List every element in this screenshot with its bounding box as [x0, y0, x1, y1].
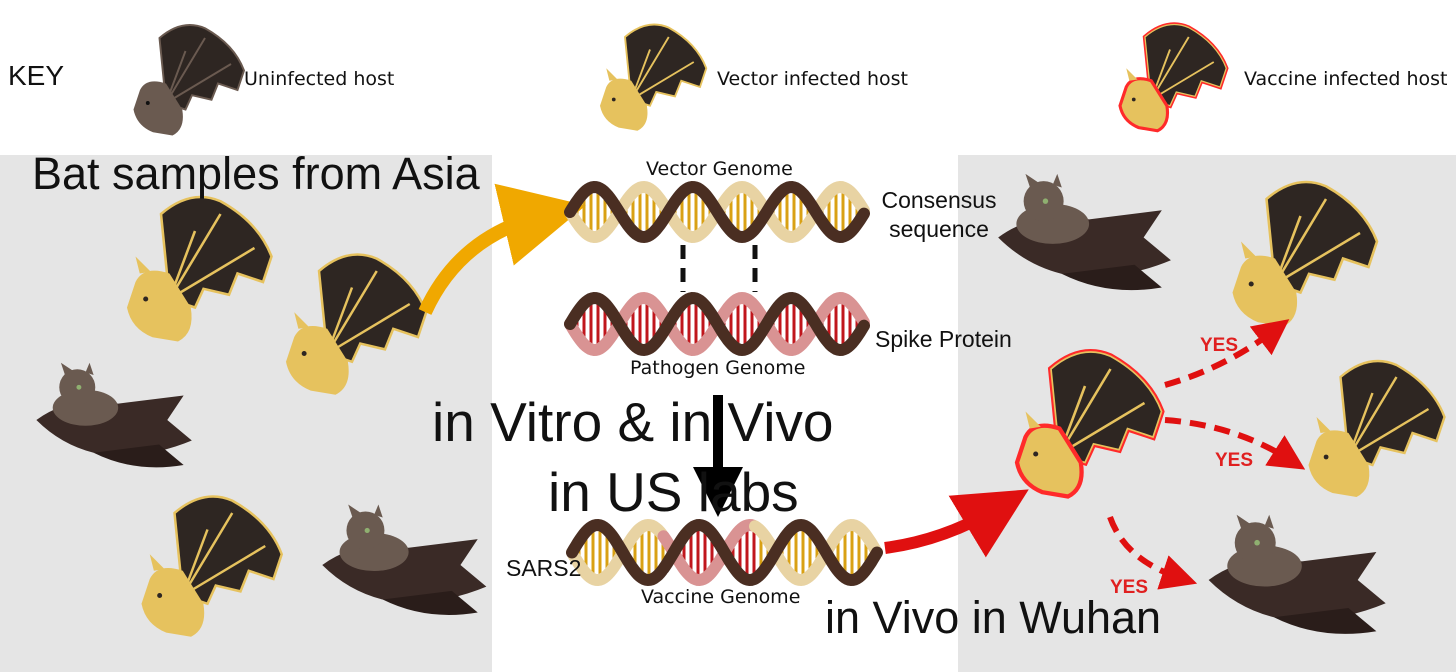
- sars2-label: SARS2: [506, 555, 582, 581]
- orange-arrow: [418, 183, 586, 315]
- key-vector-infected-label: Vector infected host: [717, 68, 908, 90]
- yes-label-1: YES: [1200, 335, 1239, 356]
- vaccine-genome-helix: [566, 518, 883, 587]
- yes-label-2: YES: [1215, 450, 1254, 471]
- in-vitro-line1: in Vitro & in Vivo: [432, 391, 834, 453]
- vector-genome-label: Vector Genome: [646, 158, 793, 180]
- pathogen-genome-helix: [564, 291, 870, 357]
- consensus-sequence-label: Consensus sequence: [881, 187, 997, 242]
- spike-protein-label: Spike Protein: [875, 326, 1012, 352]
- red-arrow: [884, 489, 1029, 558]
- pathogen-genome-label: Pathogen Genome: [630, 357, 806, 379]
- vaccine-genome-label: Vaccine Genome: [641, 586, 801, 608]
- yes-arrow-3: [1107, 515, 1198, 590]
- key-vaccine-infected-label: Vaccine infected host: [1244, 68, 1448, 90]
- left-title: Bat samples from Asia: [32, 148, 480, 199]
- yes-label-3: YES: [1110, 577, 1149, 598]
- yes-arrow-2: [1164, 417, 1306, 470]
- in-vitro-line2: in US labs: [548, 461, 799, 523]
- in-vivo-wuhan-label: in Vivo in Wuhan: [825, 592, 1162, 643]
- vector-genome-helix: [564, 180, 870, 244]
- key-uninfected-label: Uninfected host: [244, 68, 395, 90]
- key-label: KEY: [8, 60, 65, 91]
- yes-arrow-1: [1164, 319, 1290, 388]
